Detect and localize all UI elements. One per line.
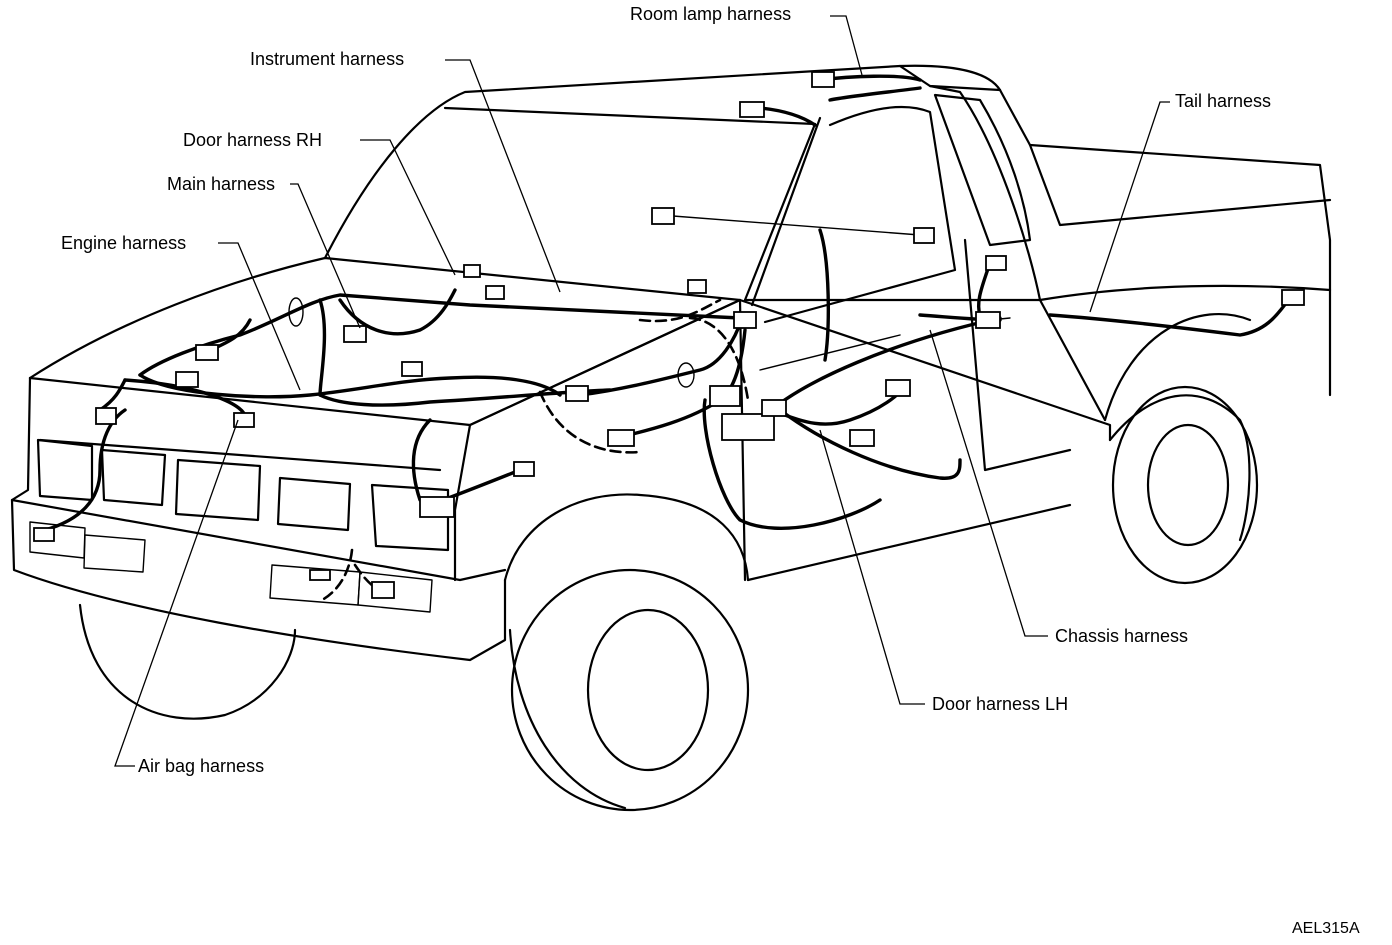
label-room-lamp-harness: Room lamp harness — [630, 4, 791, 24]
truck-body-outline — [10, 64, 1332, 812]
label-instrument-harness: Instrument harness — [250, 49, 404, 69]
label-main-harness: Main harness — [167, 174, 275, 194]
connector-blocks — [33, 71, 1305, 599]
label-door-harness-rh: Door harness RH — [183, 130, 322, 150]
label-tail-harness: Tail harness — [1175, 91, 1271, 111]
label-door-harness-lh: Door harness LH — [932, 694, 1068, 714]
label-chassis-harness: Chassis harness — [1055, 626, 1188, 646]
harness-wiring — [43, 74, 1292, 602]
label-air-bag-harness: Air bag harness — [138, 756, 264, 776]
harness-labels: Room lamp harness Instrument harness Doo… — [61, 4, 1360, 937]
leader-lines — [114, 15, 1170, 767]
label-engine-harness: Engine harness — [61, 233, 186, 253]
reference-code: AEL315A — [1292, 920, 1360, 937]
